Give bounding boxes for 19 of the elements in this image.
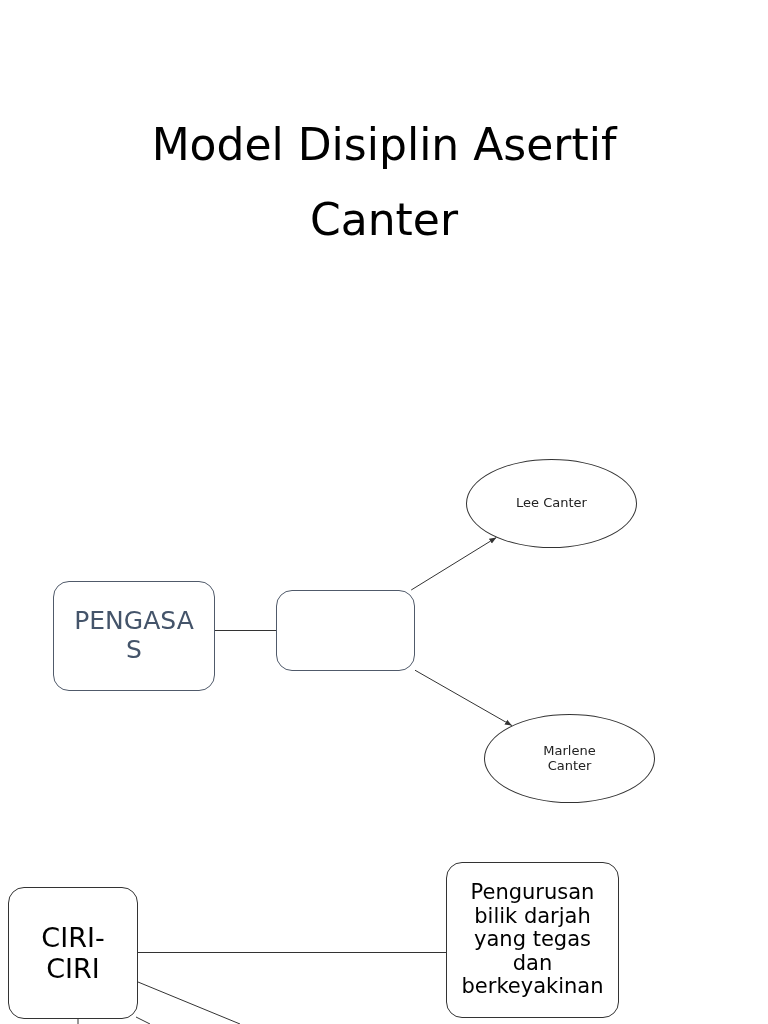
node-label: PENGASAS [73, 607, 195, 665]
process-box [53, 581, 215, 691]
title: Model Disiplin Asertif Canter [150, 118, 619, 247]
connector-line [214, 630, 277, 631]
node-label: CIRI-CIRI [40, 921, 106, 985]
connector-line [137, 981, 241, 1024]
person-ellipse [484, 714, 655, 803]
node-label: Pengurusan bilik darjah yang tegas dan berkeyakinan [460, 881, 605, 999]
connector-line [77, 1018, 79, 1024]
connector-line [135, 1016, 151, 1024]
person-ellipse [466, 459, 637, 548]
arrow [414, 669, 513, 727]
node-label: Marlene Canter [542, 743, 597, 774]
process-box [8, 887, 138, 1019]
process-box [446, 862, 619, 1018]
node-label: Lee Canter [516, 496, 587, 511]
arrow [410, 537, 497, 591]
connector-line [137, 952, 447, 953]
process-box [276, 590, 415, 671]
